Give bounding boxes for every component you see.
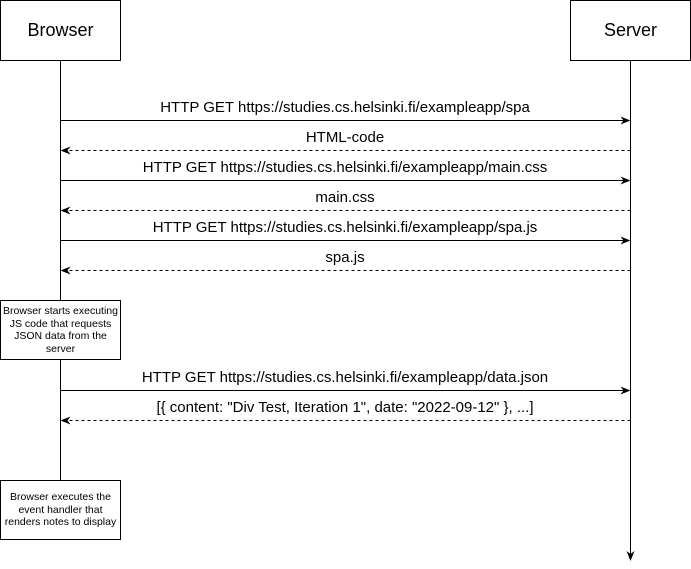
message-label-json-response: [{ content: "Div Test, Iteration 1", dat…: [156, 399, 534, 416]
message-label-css-request: HTTP GET https://studies.cs.helsinki.fi/…: [142, 159, 548, 176]
message-label-html-response: HTML-code: [305, 129, 385, 146]
message-label-css-response: main.css: [315, 189, 375, 206]
server-participant-label: Server: [603, 20, 657, 40]
message-label-js-request: HTTP GET https://studies.cs.helsinki.fi/…: [152, 219, 538, 236]
message-label-spa-request: HTTP GET https://studies.cs.helsinki.fi/…: [160, 99, 530, 116]
note-js-execution: Browser starts executing JS code that re…: [0, 300, 121, 360]
note-event-handler: Browser executes the event handler that …: [0, 480, 121, 540]
server-participant: Server: [570, 0, 691, 61]
note-js-execution-text: Browser starts executing JS code that re…: [3, 305, 118, 355]
browser-participant-label: Browser: [27, 20, 94, 40]
message-label-json-request: HTTP GET https://studies.cs.helsinki.fi/…: [141, 369, 549, 386]
browser-participant: Browser: [0, 0, 121, 61]
note-event-handler-text: Browser executes the event handler that …: [4, 491, 117, 529]
message-label-js-response: spa.js: [325, 249, 365, 266]
